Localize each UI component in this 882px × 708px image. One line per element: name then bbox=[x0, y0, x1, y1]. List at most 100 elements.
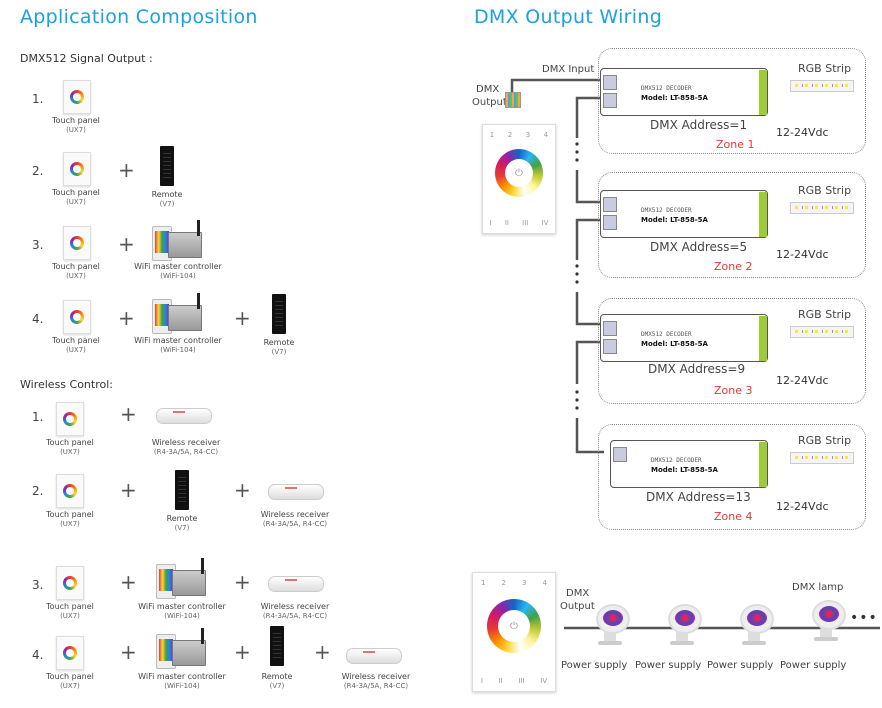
plus-sign: + bbox=[234, 570, 251, 594]
option-number: 2. bbox=[32, 484, 44, 498]
dmx-lamp-label: DMX lamp bbox=[792, 582, 844, 593]
wifi-controller-caption: WiFi master controller(WiFi-104) bbox=[134, 262, 222, 280]
dmx-address: DMX Address=5 bbox=[650, 240, 748, 254]
touch-panel-caption: Touch panel(UX7) bbox=[46, 672, 94, 690]
dmx-lamp-icon bbox=[662, 604, 702, 646]
option-number: 1. bbox=[32, 92, 44, 106]
plus-sign: + bbox=[314, 640, 331, 664]
wireless-receiver-icon bbox=[268, 484, 324, 500]
touch-panel-caption: Touch panel(UX7) bbox=[46, 602, 94, 620]
zone3-out-wire bbox=[575, 340, 604, 384]
dmx-input-wire bbox=[510, 78, 604, 92]
wireless-receiver-icon bbox=[268, 576, 324, 592]
remote-caption: Remote(V7) bbox=[261, 672, 293, 690]
plus-sign: + bbox=[234, 478, 251, 502]
zone-label: Zone 3 bbox=[714, 384, 753, 397]
dmx512-section-heading: DMX512 Signal Output : bbox=[20, 52, 153, 65]
rgb-strip-icon bbox=[790, 80, 854, 92]
dmx-output-wiring-title: DMX Output Wiring bbox=[474, 6, 663, 28]
touch-panel-icon bbox=[56, 566, 84, 600]
wireless-receiver-icon bbox=[346, 648, 402, 664]
more-lamps-ellipsis: ••• bbox=[850, 610, 878, 626]
wifi-controller-icon bbox=[152, 293, 204, 334]
wireless-section-heading: Wireless Control: bbox=[20, 378, 113, 391]
option-number: 1. bbox=[32, 410, 44, 424]
plus-sign: + bbox=[234, 640, 251, 664]
wifi-controller-caption: WiFi master controller(WiFi-104) bbox=[138, 672, 226, 690]
dmx-decoder: DMX512 DECODER Model: LT-858-5A bbox=[600, 190, 768, 238]
zone-label: Zone 1 bbox=[716, 138, 755, 151]
color-wheel-icon: ⏻ bbox=[487, 599, 541, 653]
touch-panel-caption: Touch panel(UX7) bbox=[52, 116, 100, 134]
rgb-strip-icon bbox=[790, 326, 854, 338]
dmx-address: DMX Address=13 bbox=[646, 490, 751, 504]
touch-panel-caption: Touch panel(UX7) bbox=[46, 438, 94, 456]
zone3-in-wire bbox=[575, 292, 604, 326]
dmx-decoder: DMX512 DECODER Model: LT-858-5A bbox=[600, 314, 768, 362]
remote-icon bbox=[160, 146, 174, 186]
plus-sign: + bbox=[118, 158, 135, 182]
zone-boundary bbox=[598, 298, 866, 404]
power-supply-label: Power supply bbox=[780, 660, 847, 671]
zone-boundary bbox=[598, 48, 866, 154]
dmx-address: DMX Address=9 bbox=[648, 362, 746, 376]
rgb-strip-label: RGB Strip bbox=[798, 184, 852, 197]
touch-panel-icon bbox=[56, 402, 84, 436]
option-number: 4. bbox=[32, 312, 44, 326]
power-supply-label: Power supply bbox=[707, 660, 774, 671]
touch-panel-caption: Touch panel(UX7) bbox=[52, 188, 100, 206]
dmx-lamp-icon bbox=[734, 604, 774, 646]
plus-sign: + bbox=[120, 570, 137, 594]
dmx-lamp-icon bbox=[590, 604, 630, 646]
remote-caption: Remote(V7) bbox=[151, 190, 183, 208]
zone-boundary bbox=[598, 172, 866, 278]
rgb-strip-label: RGB Strip bbox=[798, 434, 852, 447]
plus-sign: + bbox=[118, 306, 135, 330]
lamp-dmx-label-2: Output bbox=[560, 601, 595, 612]
wireless-receiver-caption: Wireless receiver(R4-3A/5A, R4-CC) bbox=[151, 438, 221, 456]
wireless-receiver-caption: Wireless receiver(R4-3A/5A, R4-CC) bbox=[260, 510, 330, 528]
touch-panel-icon bbox=[63, 80, 91, 114]
remote-caption: Remote(V7) bbox=[166, 514, 198, 532]
power-voltage-label: 12-24Vdc bbox=[776, 248, 829, 261]
power-voltage-label: 12-24Vdc bbox=[776, 126, 829, 139]
zone-label: Zone 4 bbox=[714, 510, 753, 523]
color-wheel-icon: ⏻ bbox=[495, 149, 543, 197]
dmx-output-label-1: DMX bbox=[476, 84, 500, 95]
touch-panel-icon bbox=[63, 300, 91, 334]
remote-icon bbox=[272, 294, 286, 334]
touch-panel-icon bbox=[56, 636, 84, 670]
option-number: 4. bbox=[32, 648, 44, 662]
rj45-connector-icon bbox=[505, 92, 521, 108]
plus-sign: + bbox=[118, 232, 135, 256]
remote-icon bbox=[270, 626, 284, 666]
plus-sign: + bbox=[234, 306, 251, 330]
wifi-controller-caption: WiFi master controller(WiFi-104) bbox=[134, 336, 222, 354]
power-supply-label: Power supply bbox=[635, 660, 702, 671]
rgb-strip-icon bbox=[790, 202, 854, 214]
remote-icon bbox=[175, 470, 189, 510]
plus-sign: + bbox=[120, 478, 137, 502]
zone4-in-wire bbox=[575, 418, 604, 454]
dmx-decoder: DMX512 DECODER Model: LT-858-5A bbox=[610, 440, 768, 488]
wireless-receiver-caption: Wireless receiver(R4-3A/5A, R4-CC) bbox=[341, 672, 411, 690]
rgb-strip-label: RGB Strip bbox=[798, 308, 852, 321]
wireless-receiver-icon bbox=[156, 408, 212, 424]
option-number: 3. bbox=[32, 578, 44, 592]
power-icon: ⏻ bbox=[498, 610, 530, 642]
touch-panel-caption: Touch panel(UX7) bbox=[52, 262, 100, 280]
zone2-in-wire bbox=[575, 170, 604, 204]
touch-panel-icon bbox=[63, 152, 91, 186]
rgb-strip-icon bbox=[790, 452, 854, 464]
touch-panel-caption: Touch panel(UX7) bbox=[46, 510, 94, 528]
wifi-controller-icon bbox=[156, 628, 208, 669]
rgb-strip-label: RGB Strip bbox=[798, 62, 852, 75]
power-voltage-label: 12-24Vdc bbox=[776, 500, 829, 513]
touch-panel-caption: Touch panel(UX7) bbox=[52, 336, 100, 354]
dmx-output-label-2: Output bbox=[472, 97, 507, 108]
